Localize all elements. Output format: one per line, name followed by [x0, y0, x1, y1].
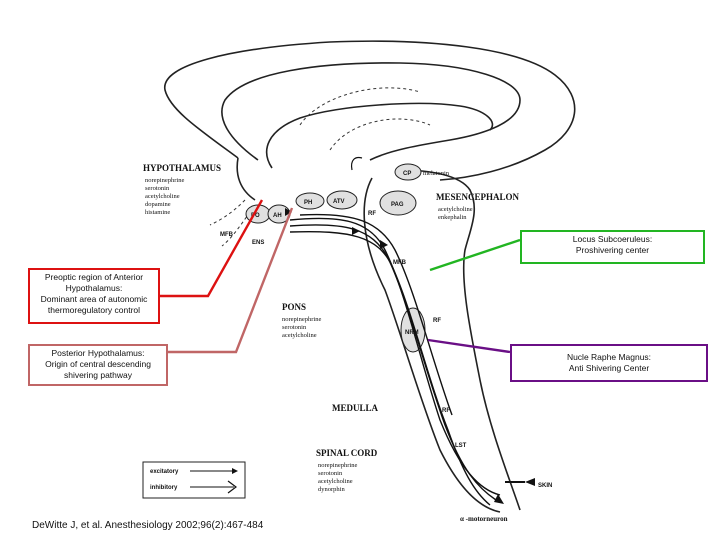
hypothalamus-title: HYPOTHALAMUS [143, 163, 221, 173]
nucle-raphe-magnus-callout: Nucle Raphe Magnus: Anti Shivering Cente… [510, 344, 708, 382]
atv-nucleus [326, 190, 358, 210]
hypothalamus-item: histamine [145, 209, 170, 216]
hypothalamus-item: norepinephrine [145, 177, 184, 184]
preoptic-leader-line [160, 199, 264, 298]
callout-line: Preoptic region of Anterior [44, 272, 144, 282]
ens-label: ENS [252, 240, 264, 246]
spinal-cord-item: serotonin [318, 470, 343, 477]
atv-label: ATV [333, 199, 345, 205]
callout-line: Nucle Raphe Magnus: [566, 352, 652, 362]
posterior-hypothalamus-callout: Posterior Hypothalamus: Origin of centra… [28, 344, 168, 386]
posterior-leader-line [168, 207, 294, 354]
spinal-cord-title: SPINAL CORD [316, 448, 378, 458]
ph-nucleus [295, 192, 325, 210]
spinal-cord-item: acetylcholine [318, 478, 353, 485]
cp-label: CP [403, 171, 411, 177]
callout-leaders [160, 199, 521, 354]
hypothalamus-item: serotonin [145, 185, 170, 192]
pons-title: PONS [282, 302, 306, 312]
hypothalamus-item: acetylcholine [145, 193, 180, 200]
rf-label-2: RF [433, 318, 441, 324]
nrm-label: NRM [405, 330, 419, 336]
legend-excitatory-label: excitatory [150, 469, 179, 475]
pineal-stalk [350, 156, 363, 171]
nucle-leader-line [427, 338, 511, 354]
locus-leader-line [429, 238, 521, 272]
callout-line: Hypothalamus: [65, 283, 123, 293]
dashed-fibers [209, 87, 431, 247]
po-label: PO [251, 213, 260, 219]
mesencephalon-item: enkephalin [438, 214, 467, 221]
mesencephalon-title: MESENCEPHALON [436, 192, 520, 202]
pons-item: norepinephrine [282, 316, 321, 323]
rf-label-1: RF [368, 211, 376, 217]
callout-line: thermoregulatory control [47, 305, 141, 315]
citation: DeWitte J, et al. Anesthesiology 2002;96… [32, 520, 264, 531]
callout-line: Origin of central descending [45, 359, 151, 369]
mfb-label-1: MFB [220, 232, 234, 238]
pag-label: PAG [391, 202, 404, 208]
legend-inhibitory-arrow [227, 480, 237, 494]
rf-label-3: RF [442, 408, 450, 414]
spinal-cord-item: dynorphin [318, 486, 345, 493]
skin-label: SKIN [538, 483, 552, 489]
legend-inhibitory-label: inhibitory [150, 485, 178, 491]
melatonin-label: melatonin [423, 170, 450, 177]
descending-tracts [289, 213, 501, 506]
lst-label: LST [455, 443, 467, 449]
locus-subcoeruleus-callout: Locus Subcoeruleus: Proshivering center [520, 230, 705, 264]
pag-nucleus [379, 190, 417, 216]
brain-outline [164, 40, 576, 513]
legend-excitatory-arrow [232, 468, 238, 474]
pons-item: serotonin [282, 324, 307, 331]
callout-line: Locus Subcoeruleus: [572, 234, 653, 244]
legend-box [142, 461, 246, 499]
mfb-label-2: MFB [393, 260, 407, 266]
callout-line: Dominant area of autonomic [40, 294, 148, 304]
pathway-arrowheads [285, 208, 535, 504]
callout-line: Proshivering center [575, 245, 650, 255]
preoptic-region-callout: Preoptic region of Anterior Hypothalamus… [28, 268, 160, 324]
motorneuron-label: α -motorneuron [460, 515, 508, 523]
callout-line: Anti Shivering Center [568, 363, 650, 373]
ah-label: AH [273, 213, 282, 219]
cp-nucleus [394, 163, 422, 181]
mesencephalon-item: acetylcholine [438, 206, 473, 213]
callout-line: shivering pathway [63, 370, 133, 380]
medulla-title: MEDULLA [332, 403, 379, 413]
spinal-cord-item: norepinephrine [318, 462, 357, 469]
nuclei [245, 163, 426, 353]
ph-label: PH [304, 200, 312, 206]
pons-item: acetylcholine [282, 332, 317, 339]
callout-line: Posterior Hypothalamus: [51, 348, 145, 358]
hypothalamus-item: dopamine [145, 201, 171, 208]
